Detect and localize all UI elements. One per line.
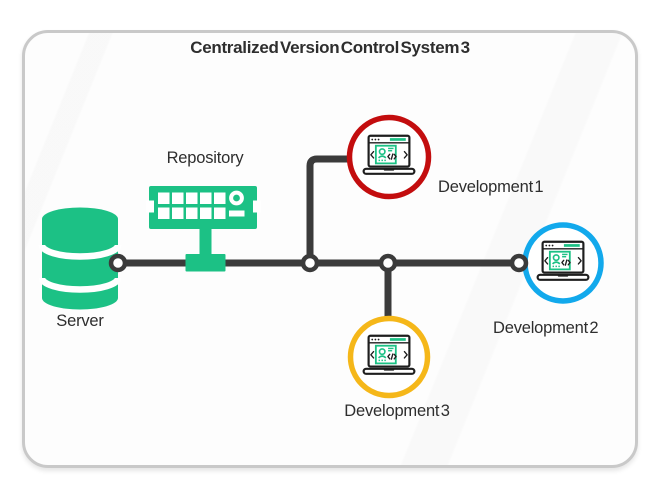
dev1-laptop-icon — [362, 134, 416, 175]
server-label: Server — [56, 312, 104, 330]
junction-node-dev3 — [378, 253, 398, 273]
repository-label: Repository — [166, 149, 244, 167]
junction-node-dev1 — [300, 253, 320, 273]
diagram-title: Centralized Version Control System 3 — [190, 38, 470, 57]
dev3-laptop-icon — [362, 334, 416, 375]
server-database-icon — [38, 207, 122, 310]
connector-elbow-dev1 — [306, 155, 353, 263]
dev1-label: Development 1 — [438, 178, 544, 196]
junction-node-server — [108, 253, 128, 273]
dev3-label: Development 3 — [344, 402, 450, 420]
junction-node-dev2 — [509, 253, 529, 273]
dev2-label: Development 2 — [493, 319, 599, 337]
dev2-laptop-icon — [536, 240, 590, 281]
repository-icon — [146, 186, 261, 272]
